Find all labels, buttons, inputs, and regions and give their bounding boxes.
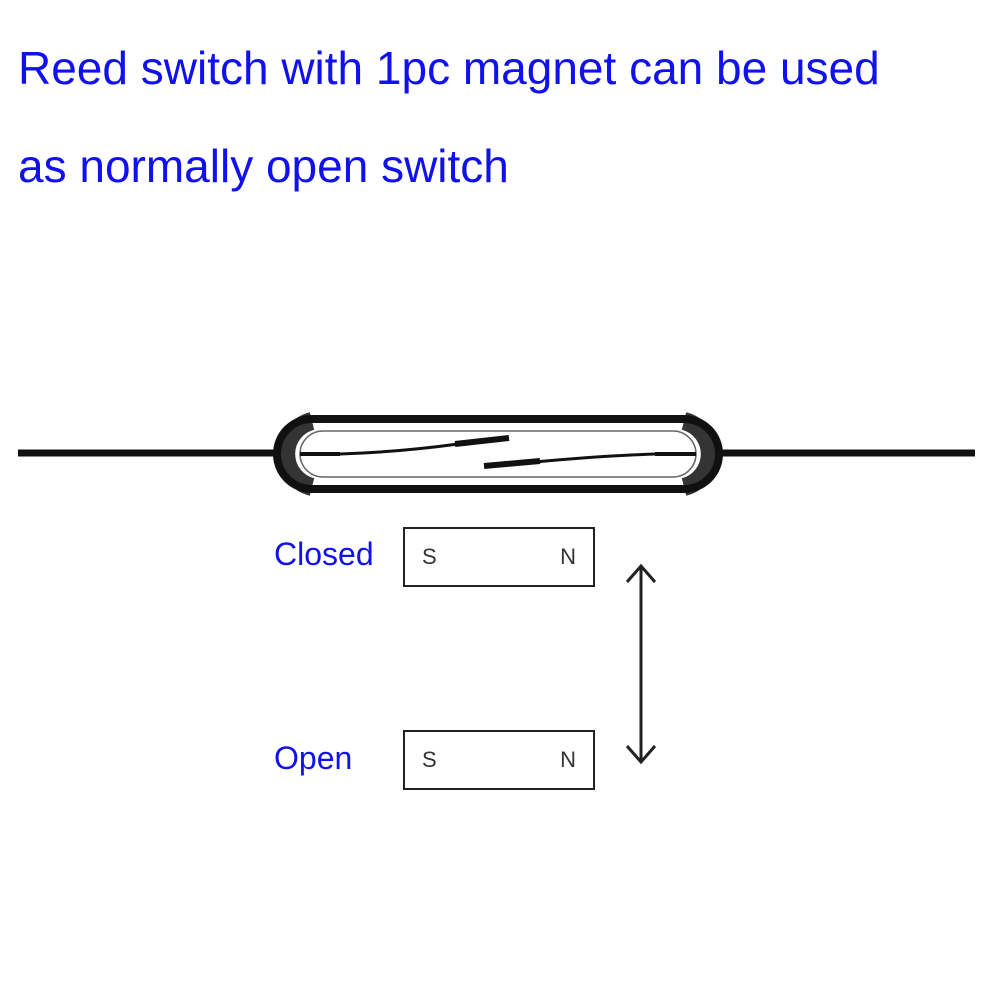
left-reed-blade: [339, 442, 459, 456]
title-line-2: as normally open switch: [18, 140, 509, 192]
south-pole-label: S: [422, 747, 437, 772]
right-reed-tip: [483, 458, 541, 469]
south-pole-label: S: [422, 544, 437, 569]
capsule-right-end-shading: [681, 412, 719, 496]
double-arrow-vertical-icon: [625, 563, 657, 765]
north-pole-label: N: [560, 544, 576, 569]
open-state-label: Open: [274, 740, 353, 776]
closed-state-label: Closed: [274, 536, 374, 572]
magnet-open-position: S N: [403, 730, 595, 790]
title-line-1: Reed switch with 1pc magnet can be used: [18, 42, 880, 94]
capsule-left-end-shading: [277, 412, 315, 496]
left-reed-tip: [454, 435, 510, 447]
glass-capsule: [273, 415, 723, 493]
right-reed-blade: [534, 452, 656, 464]
magnet-closed-position: S N: [403, 527, 595, 587]
north-pole-label: N: [560, 747, 576, 772]
